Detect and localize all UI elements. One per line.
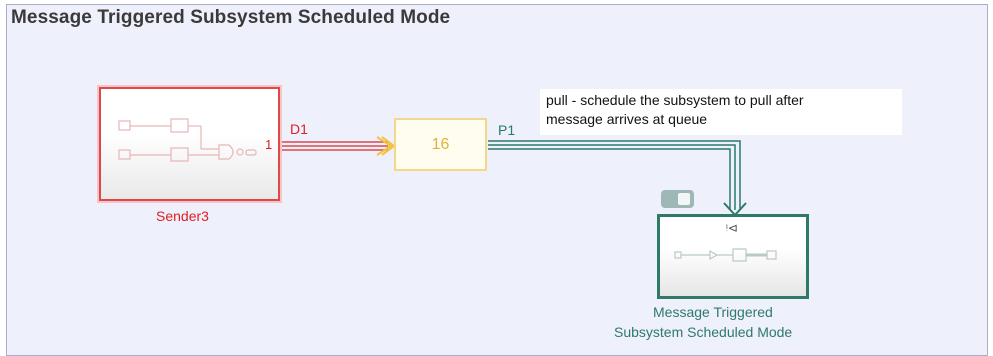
schedule-toggle-icon[interactable] [661, 190, 694, 208]
trigger-port-icon: ᵎ⊲ [726, 221, 738, 235]
sender-port-label: 1 [265, 137, 273, 152]
toggle-knob [678, 193, 690, 205]
queue-block[interactable]: 16 [394, 118, 487, 171]
signal-label-p1[interactable]: P1 [498, 122, 516, 138]
message-line-p1[interactable] [488, 140, 747, 217]
sender-icon [118, 118, 257, 162]
message-line-d1[interactable] [281, 136, 396, 156]
subsystem-name-line-1[interactable]: Message Triggered [653, 304, 773, 320]
signal-label-d1[interactable]: D1 [290, 121, 308, 137]
sender-block-name[interactable]: Sender3 [156, 208, 209, 224]
subsystem-block[interactable]: ᵎ⊲ [657, 214, 809, 299]
subsystem-icon [674, 248, 777, 262]
annotation-line-2: message arrives at queue [546, 111, 708, 127]
subsystem-name-line-2[interactable]: Subsystem Scheduled Mode [614, 324, 793, 340]
annotation-note[interactable]: pull - schedule the subsystem to pull af… [540, 89, 902, 135]
annotation-line-1: pull - schedule the subsystem to pull af… [546, 92, 804, 108]
queue-value: 16 [431, 136, 450, 153]
area-title: Message Triggered Subsystem Scheduled Mo… [11, 7, 451, 28]
sender-block[interactable]: 1 [99, 87, 280, 201]
